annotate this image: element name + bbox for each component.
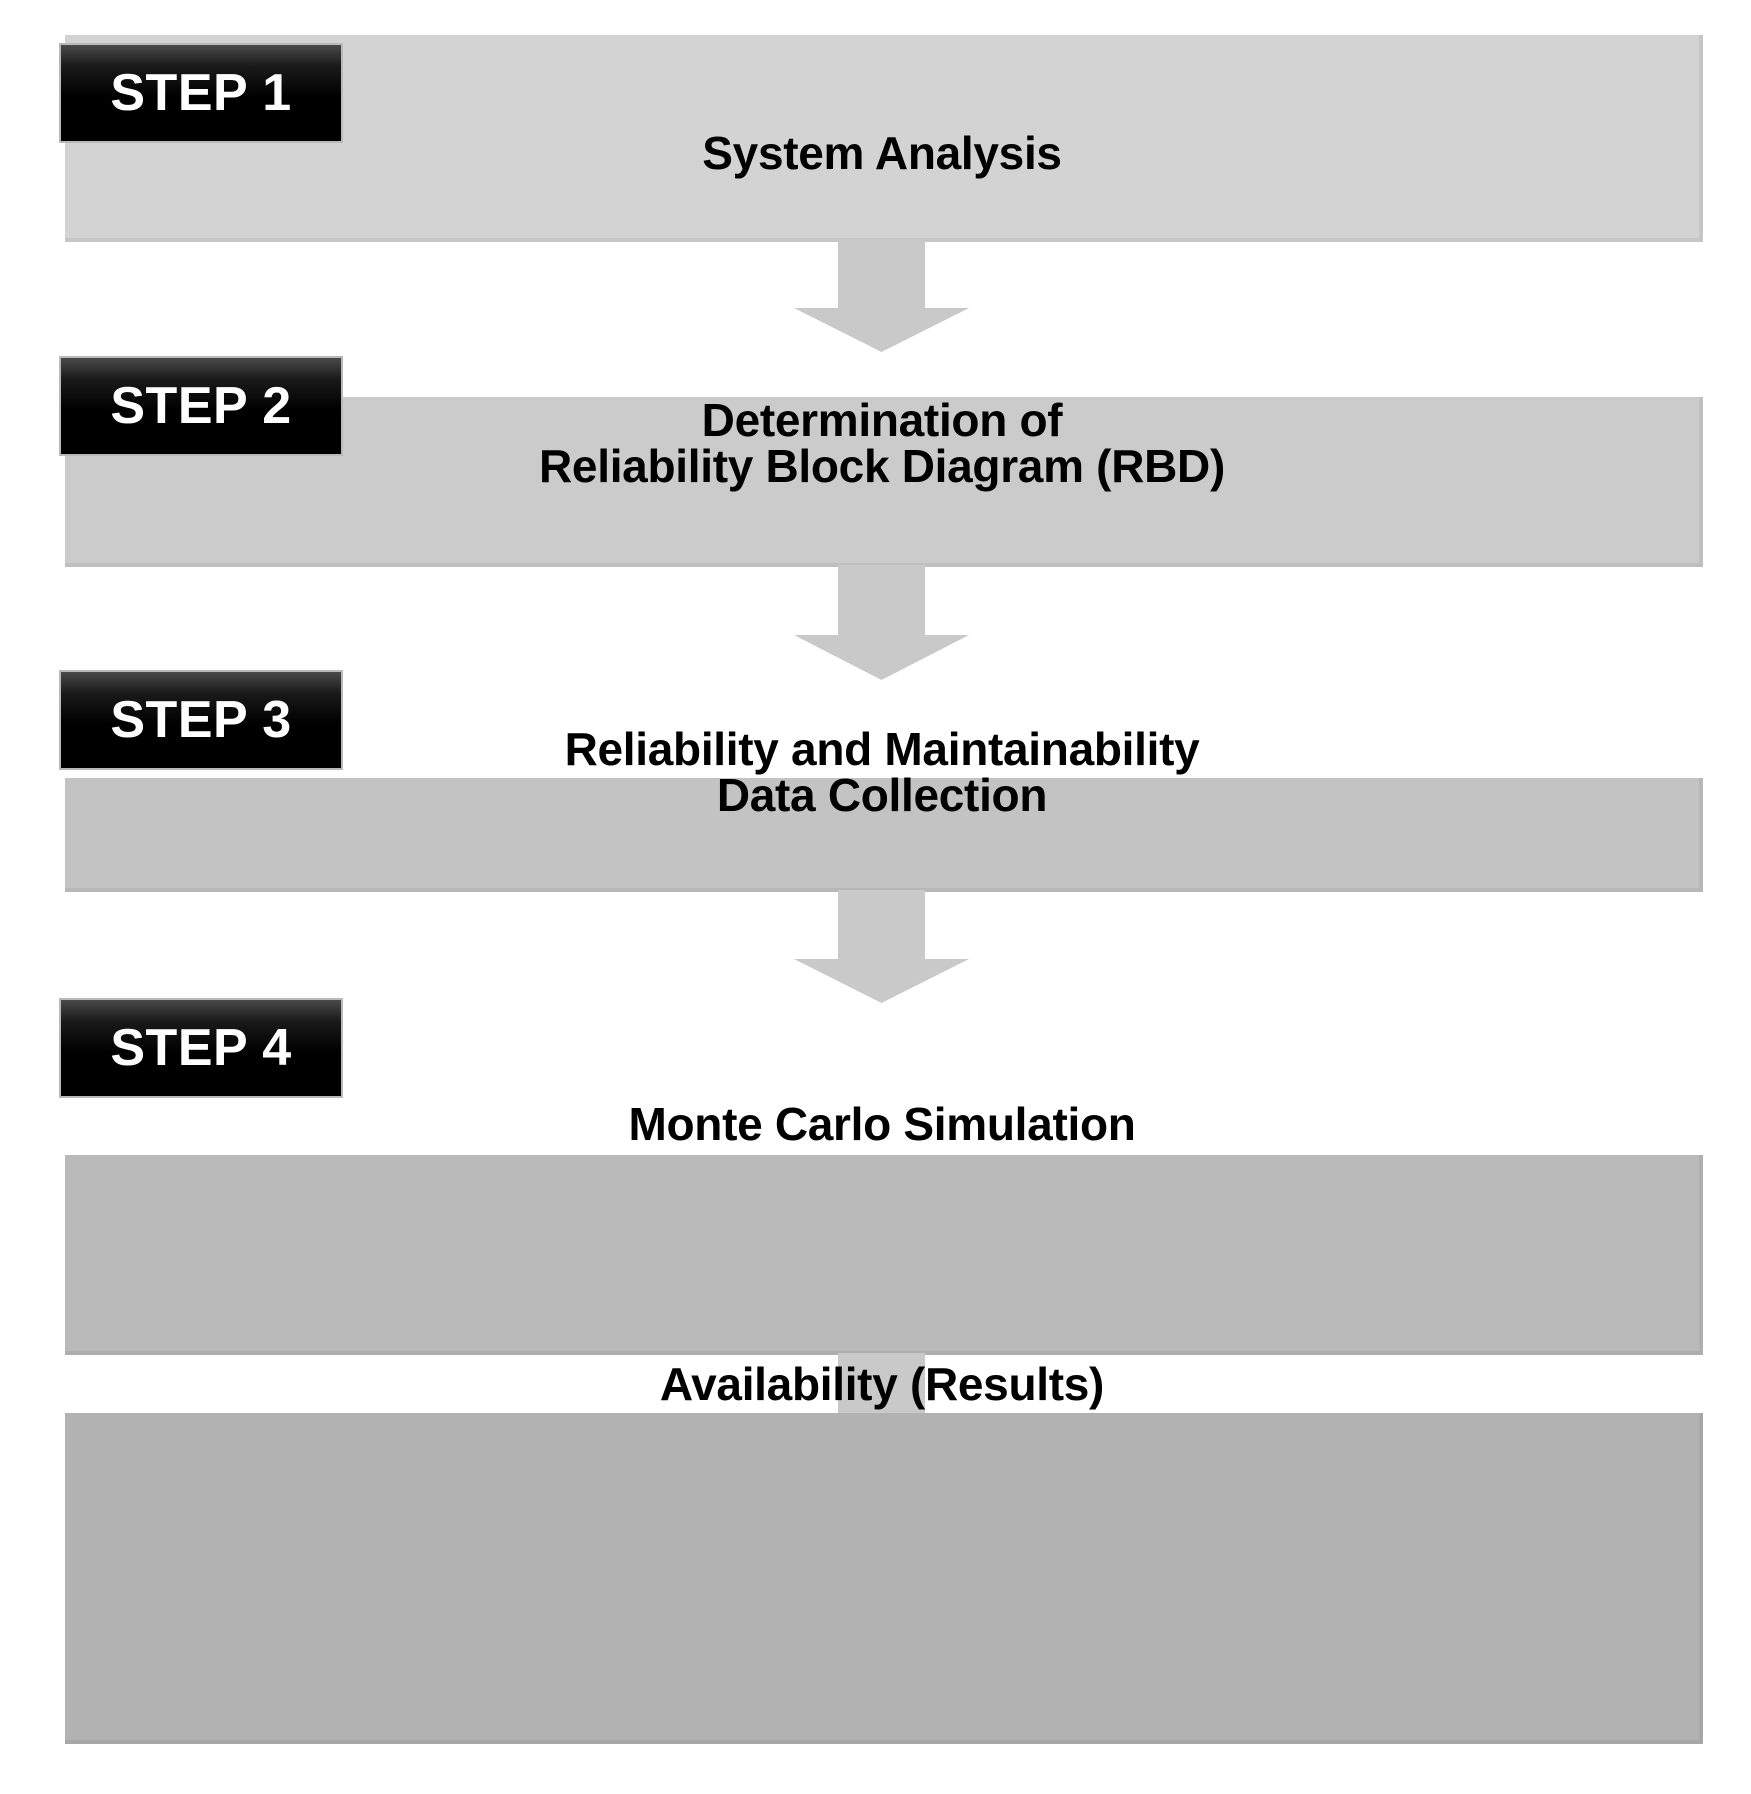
step-box-3: Reliability and Maintainability Data Col… — [65, 726, 1703, 892]
down-arrow-icon — [794, 565, 969, 680]
step-box-4: Monte Carlo Simulation — [65, 1101, 1703, 1355]
step-label-results: Availability (Results) — [659, 1358, 1105, 1410]
down-arrow-icon — [794, 890, 969, 1003]
connector-arrow-1 — [794, 240, 969, 352]
step-label-3: Reliability and Maintainability Data Col… — [564, 723, 1200, 821]
step-badge-label-4: STEP 4 — [110, 1019, 292, 1077]
step-badge-4: STEP 4 — [61, 1000, 341, 1096]
step-label-1: System Analysis — [702, 127, 1062, 179]
step-badge-label-2: STEP 2 — [110, 377, 292, 435]
connector-arrow-3 — [794, 890, 969, 1003]
step-box-results: Availability (Results) — [65, 1361, 1703, 1744]
step-badge-3: STEP 3 — [61, 672, 341, 768]
step-label-2: Determination of Reliability Block Diagr… — [539, 394, 1225, 492]
step-badge-label-3: STEP 3 — [110, 691, 292, 749]
step-badge-1: STEP 1 — [61, 45, 341, 141]
down-arrow-icon — [794, 240, 969, 352]
step-badge-label-1: STEP 1 — [110, 64, 292, 122]
step-badge-2: STEP 2 — [61, 358, 341, 454]
step-label-4: Monte Carlo Simulation — [628, 1098, 1136, 1150]
connector-arrow-2 — [794, 565, 969, 680]
